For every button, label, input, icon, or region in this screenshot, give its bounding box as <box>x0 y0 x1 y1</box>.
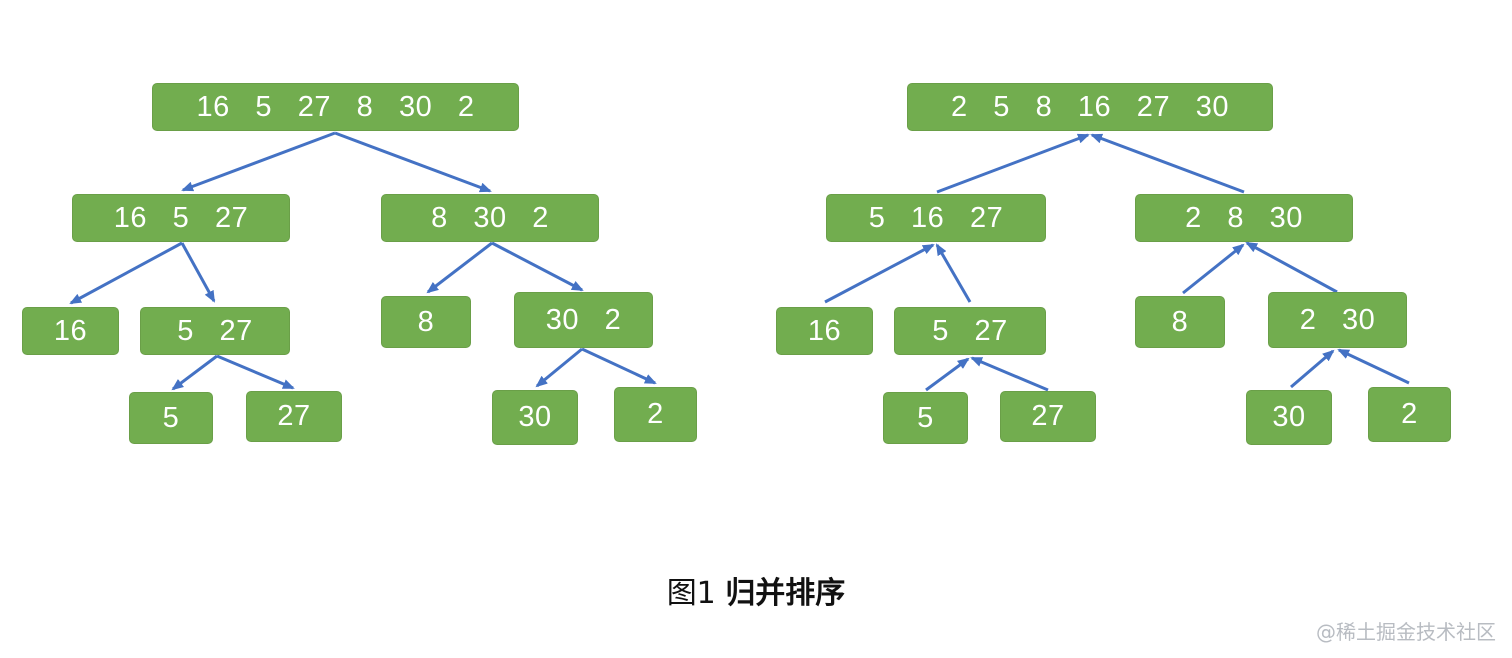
caption-title: 归并排序 <box>725 576 846 611</box>
merge-arrow-27-to-5-27 <box>970 356 1049 392</box>
split-arrow-30-2-to-30 <box>535 347 583 388</box>
merge-level2-5-27-node: 5 27 <box>894 307 1046 355</box>
split-arrow-l1left-to-16 <box>69 241 183 305</box>
split-arrow-root-to-left <box>181 131 336 192</box>
merge-arrow-2-30-to-l1right <box>1245 241 1338 294</box>
merge-root-node: 2 5 8 16 27 30 <box>907 83 1273 131</box>
merge-arrow-16-to-l1left <box>824 243 935 304</box>
merge-level2-2-30-node: 2 30 <box>1268 292 1407 348</box>
split-level2-5-27-node: 5 27 <box>140 307 290 355</box>
merge-level3-27-node: 27 <box>1000 391 1096 442</box>
merge-level2-16-node: 16 <box>776 307 873 355</box>
merge-level3-30-node: 30 <box>1246 390 1332 445</box>
merge-arrow-5-to-5-27 <box>925 357 970 392</box>
split-root-node: 16 5 27 8 30 2 <box>152 83 519 131</box>
merge-arrow-5-27-to-l1left <box>935 243 972 303</box>
merge-arrow-l1right-to-root <box>1090 133 1245 194</box>
split-arrow-5-27-to-5 <box>171 354 218 391</box>
split-level2-16-node: 16 <box>22 307 119 355</box>
watermark: @稀土掘金技术社区 <box>1316 620 1496 644</box>
split-level2-30-2-node: 30 2 <box>514 292 653 348</box>
merge-level1-left-node: 5 16 27 <box>826 194 1046 242</box>
caption-prefix: 图1 <box>666 576 726 611</box>
split-level1-left-node: 16 5 27 <box>72 194 290 242</box>
split-level3-5-node: 5 <box>129 392 213 444</box>
merge-arrow-30-to-2-30 <box>1290 349 1335 389</box>
split-level3-27-node: 27 <box>246 391 342 442</box>
split-arrow-l1right-to-8 <box>426 241 493 294</box>
merge-arrow-l1left-to-root <box>936 133 1090 194</box>
split-level1-right-node: 8 30 2 <box>381 194 599 242</box>
split-arrow-root-to-right <box>334 131 492 193</box>
merge-level1-right-node: 2 8 30 <box>1135 194 1353 242</box>
split-level3-30-node: 30 <box>492 390 578 445</box>
split-arrow-5-27-to-27 <box>216 354 295 390</box>
merge-level2-8-node: 8 <box>1135 296 1225 348</box>
split-arrow-l1right-to-30-2 <box>491 241 584 292</box>
merge-level3-2-node: 2 <box>1368 387 1451 442</box>
split-level2-8-node: 8 <box>381 296 471 348</box>
split-arrow-30-2-to-2 <box>581 347 657 385</box>
merge-level3-5-node: 5 <box>883 392 968 444</box>
figure-caption: 图1 归并排序 <box>0 568 1512 612</box>
split-arrow-l1left-to-5-27 <box>180 242 216 303</box>
merge-arrow-8-to-l1right <box>1182 243 1245 295</box>
merge-arrow-2-to-2-30 <box>1337 348 1410 385</box>
split-level3-2-node: 2 <box>614 387 697 442</box>
